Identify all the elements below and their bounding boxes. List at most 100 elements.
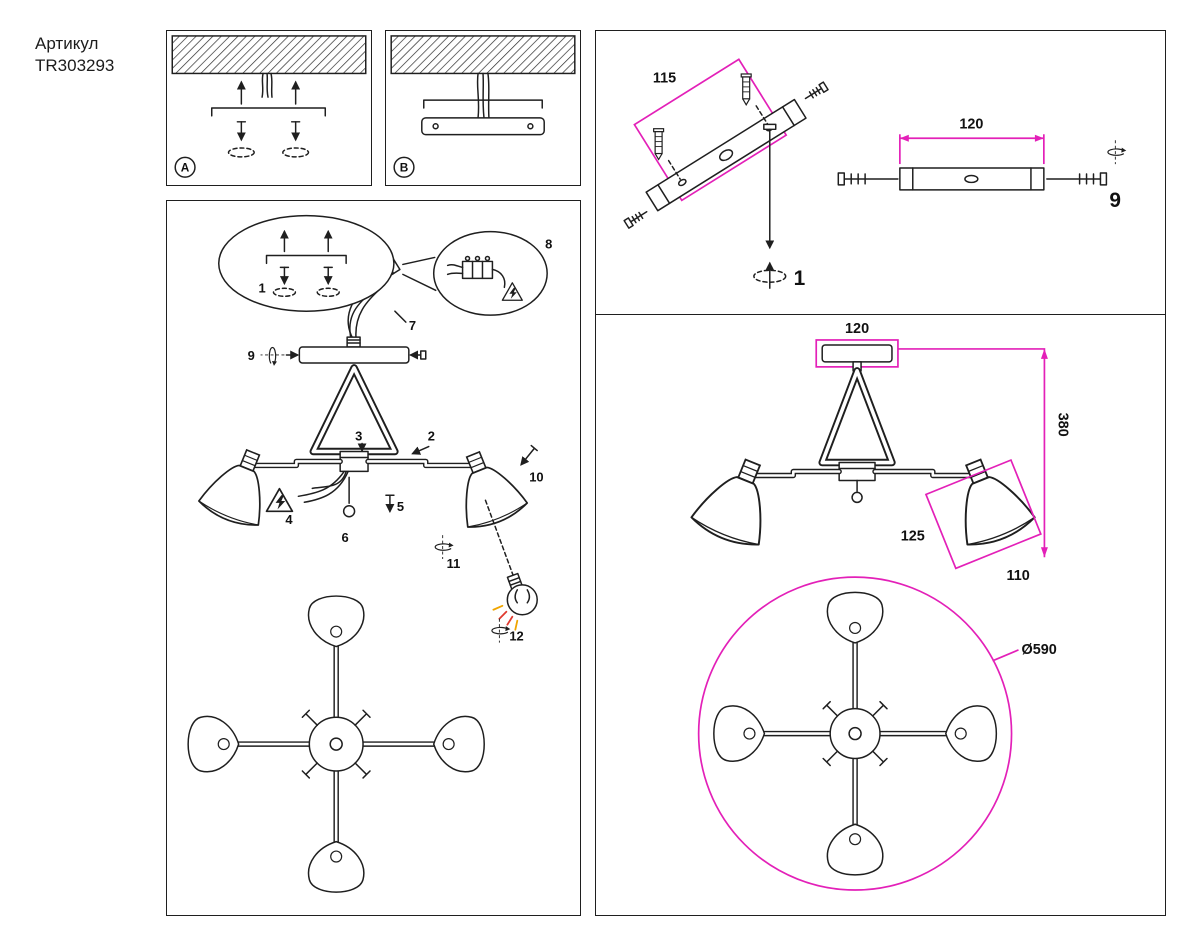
step-5: 5 xyxy=(397,499,404,514)
wall-anchor-icon xyxy=(653,128,665,161)
lamp-shade-plan xyxy=(826,591,884,644)
article-block: Артикул TR303293 xyxy=(35,33,114,77)
panel-b-label: B xyxy=(400,161,409,175)
hub xyxy=(339,450,369,473)
mounting-bracket xyxy=(423,99,543,109)
diagram-assembly-steps: 1 8 7 9 xyxy=(187,214,552,893)
lamp-shade-plan xyxy=(826,823,884,876)
canopy xyxy=(298,346,410,364)
article-label: Артикул xyxy=(35,34,99,53)
screws-down-icon xyxy=(236,121,301,142)
step-anchor-label: 1 xyxy=(794,267,806,290)
bracket-front: 120 9 xyxy=(837,116,1127,212)
screw-icon xyxy=(385,494,395,514)
plan-view xyxy=(187,595,485,893)
step-4: 4 xyxy=(285,512,293,527)
wall-anchor-icon xyxy=(740,73,752,106)
dim-canopy-120: 120 xyxy=(845,321,869,337)
lamp-shade xyxy=(938,447,1039,553)
panel-b-badge: B xyxy=(393,156,415,178)
warning-lightning-icon xyxy=(265,487,294,513)
finial-ball xyxy=(342,476,356,518)
lamp-shade xyxy=(442,441,531,535)
screw-icon xyxy=(623,211,648,229)
ceiling-wires xyxy=(476,72,490,119)
ceiling-wires xyxy=(261,72,273,98)
step-6: 6 xyxy=(342,530,349,545)
terminal-block xyxy=(461,260,494,280)
dim-height-380: 380 xyxy=(1054,413,1070,437)
dim-115: 115 xyxy=(653,71,676,87)
screw-icon xyxy=(804,81,829,100)
dimensions-panel: 120 380 125 110 Ø59 xyxy=(595,314,1166,916)
canopy-end-screw xyxy=(409,350,427,360)
ceiling xyxy=(390,35,576,75)
canopy-mounted xyxy=(421,117,545,136)
dim-diameter-590: Ø590 xyxy=(1022,642,1057,658)
rotation-arrow-icon xyxy=(491,618,511,644)
panel-a-badge: A xyxy=(174,156,196,178)
step-7: 7 xyxy=(409,318,416,333)
step-11: 11 xyxy=(447,556,461,571)
panel-a-label: A xyxy=(181,161,190,175)
lamp-arms xyxy=(744,468,982,479)
step-8: 8 xyxy=(545,236,552,251)
finial-ball xyxy=(851,479,863,504)
diagram-dimensions: 120 380 125 110 Ø59 xyxy=(687,321,1070,891)
dim-shade-125: 125 xyxy=(901,528,925,544)
lamp-shade-plan xyxy=(713,705,766,763)
hub-screws xyxy=(301,709,371,779)
pin-icon xyxy=(411,445,430,455)
bracket-perspective xyxy=(623,58,829,229)
step-3: 3 xyxy=(355,429,362,444)
article-number: TR303293 xyxy=(35,56,115,76)
threaded-post xyxy=(346,336,361,348)
mounting-bracket xyxy=(211,107,327,117)
dimension-circle-590 xyxy=(697,576,1013,891)
panel-a: A xyxy=(166,30,372,186)
lamp-shade xyxy=(687,447,788,553)
dimension-box-115 xyxy=(633,58,788,202)
step-12: 12 xyxy=(509,629,523,644)
rotation-arrow-icon xyxy=(259,346,286,367)
lamp-shade-plan xyxy=(307,595,365,648)
pin-icon xyxy=(520,444,538,466)
step-1: 1 xyxy=(259,280,266,295)
step-2: 2 xyxy=(428,429,435,444)
leader-line xyxy=(992,649,1019,662)
rotation-arrow-icon xyxy=(1107,139,1127,165)
bracket-panel: 115 1 120 xyxy=(595,30,1166,316)
diagram-ceiling-prep: A xyxy=(171,35,367,178)
assembly-panel: 1 8 7 9 xyxy=(166,200,581,916)
screw-icon xyxy=(1046,172,1108,186)
leader-line xyxy=(394,310,407,323)
canopy xyxy=(821,344,893,363)
screws-up-icon xyxy=(236,80,301,105)
screw-icon xyxy=(837,172,899,186)
step-9: 9 xyxy=(248,348,255,363)
step-10: 10 xyxy=(529,469,543,484)
lamp-shade xyxy=(195,439,284,533)
lamp-shade-plan xyxy=(432,715,485,773)
lamp-shade-plan xyxy=(945,705,998,763)
light-bulb-icon xyxy=(484,499,538,631)
ceiling xyxy=(171,35,367,75)
dim-120: 120 xyxy=(959,116,983,132)
hub-wires xyxy=(297,470,349,504)
diagram-ceiling-mounted: B xyxy=(390,35,576,178)
hanger-frame xyxy=(309,364,399,456)
lamp-shade-plan xyxy=(187,715,240,773)
panel-b: B xyxy=(385,30,581,186)
step-tighten-label: 9 xyxy=(1109,189,1121,212)
plan-view xyxy=(713,591,998,876)
lamp-shade-plan xyxy=(307,840,365,893)
diagram-bracket: 115 1 120 xyxy=(623,58,1127,290)
drill-marks xyxy=(227,147,310,158)
hub-screws xyxy=(822,700,888,767)
lamp-arms xyxy=(245,458,481,469)
hub xyxy=(838,461,876,482)
dim-shade-110: 110 xyxy=(1007,568,1030,584)
hanger-frame xyxy=(818,367,896,467)
long-screw xyxy=(763,123,777,250)
